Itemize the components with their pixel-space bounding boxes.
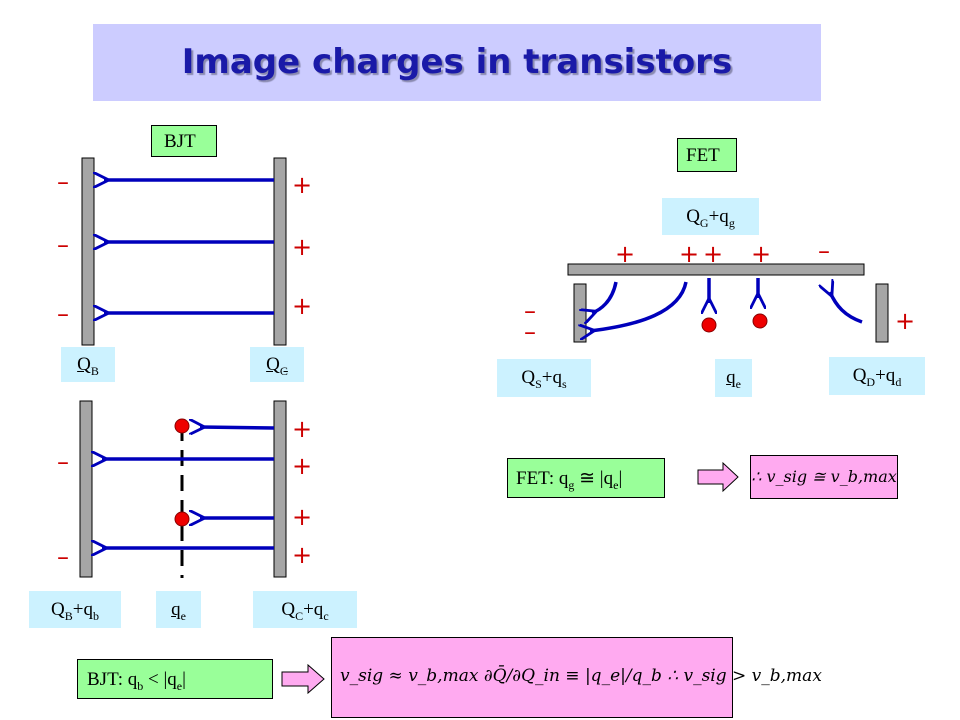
fet-relation-sub: g xyxy=(568,477,575,492)
fet-gate-plus-2: + xyxy=(679,240,700,268)
qs-sub: S xyxy=(535,376,542,391)
qc-main: Q xyxy=(266,354,280,375)
qbqb-plus: +q xyxy=(72,599,93,620)
bjt-implies-arrow xyxy=(281,663,325,695)
qg-plus: +q xyxy=(708,206,729,227)
bjt-plus-sign-5: + xyxy=(292,452,313,480)
fet-relation-box: FET: qg ≅ |qe| xyxy=(507,458,665,498)
qb-main: Q xyxy=(77,354,91,375)
fet-qd-label: QD+qd xyxy=(829,357,925,395)
bjt-minus-sign-5: – xyxy=(57,543,69,571)
bjt-collector-plate xyxy=(273,157,287,346)
qd-main: Q xyxy=(852,365,867,386)
fet-implies-arrow xyxy=(697,461,739,493)
fet-result-equation: ∴ v_sig ≅ v_b,max xyxy=(750,455,898,499)
bjt-plus-sign-2: + xyxy=(292,233,313,261)
qbqb-sub: B xyxy=(64,608,73,623)
bjt-base-plate xyxy=(81,157,95,346)
bjt-qc-label: QC xyxy=(250,347,304,382)
bjt-qb-label: QB xyxy=(61,347,115,382)
bjt-collector-plate-lower xyxy=(273,400,287,578)
fet-gate-minus: – xyxy=(818,237,830,265)
bjt-plus-sign-7: + xyxy=(292,541,313,569)
page-title: Image charges in transistors xyxy=(181,42,733,82)
fet-relation-c: | xyxy=(618,468,623,489)
bjt-plus-sign-4: + xyxy=(292,415,313,443)
title-bar: Image charges in transistors xyxy=(93,24,821,101)
fet-gate-plus-1: + xyxy=(615,240,636,268)
bjt-minus-sign-2: – xyxy=(57,231,69,259)
fet-gate-plate xyxy=(567,263,865,276)
fet-electron-charge-1 xyxy=(701,317,717,333)
fet-gate-plus-3: + xyxy=(703,240,724,268)
fet-source-arrow-2 xyxy=(590,281,688,331)
fet-drain-plus: + xyxy=(895,307,916,335)
qd-plus: +q xyxy=(875,365,896,386)
bjt-plus-sign-3: + xyxy=(292,292,313,320)
fet-label-text: FET xyxy=(686,145,720,166)
fet-drain-arrow xyxy=(830,292,863,324)
qcqc-plus: +q xyxy=(303,599,324,620)
fet-source-minus-1: – xyxy=(524,297,536,325)
bjt-qc-plus-qc-label: QC+qc xyxy=(253,591,357,628)
qcqc-sub: C xyxy=(295,608,304,623)
fet-relation-sub2: e xyxy=(613,477,619,492)
bjt-plus-sign-1: + xyxy=(292,171,313,199)
qg-sub: G xyxy=(699,215,709,230)
fet-gate-plus-4: + xyxy=(751,240,772,268)
fet-electron-charge-2 xyxy=(752,313,768,329)
bjt-image-arrow-1 xyxy=(200,427,275,428)
bjt-base-plate-lower xyxy=(79,400,93,578)
qd-sub2: d xyxy=(895,374,902,389)
bjt-result-text: v_sig ≈ v_b,max ∂Q̄/∂Q_in ≡ |q_e|/q_b ∴ … xyxy=(340,666,822,686)
bjt-plus-sign-6: + xyxy=(292,503,313,531)
bjt-result-equation: v_sig ≈ v_b,max ∂Q̄/∂Q_in ≡ |q_e|/q_b ∴ … xyxy=(331,637,822,718)
fet-qe-main: q xyxy=(726,367,736,388)
bjt-electron-charge-1 xyxy=(174,418,190,434)
bjt-electron-charge-2 xyxy=(174,511,190,527)
fet-label: FET xyxy=(677,138,737,172)
fet-relation-b: ≅ |q xyxy=(574,468,614,489)
bjt-qe-label: qe xyxy=(156,591,201,628)
fet-source-arrow-1 xyxy=(592,281,618,313)
qcqc-sub2: c xyxy=(323,608,329,623)
fet-source-minus-2: – xyxy=(524,318,536,346)
bjt-qe-sub: e xyxy=(180,608,186,623)
bjt-relation-sub: b xyxy=(137,678,144,693)
bjt-minus-sign-3: – xyxy=(57,300,69,328)
qbqb-main: Q xyxy=(51,599,65,620)
qbqb-sub2: b xyxy=(92,608,99,623)
fet-relation-a: FET: q xyxy=(516,468,569,489)
bjt-relation-sub2: e xyxy=(176,678,183,693)
qg-main: Q xyxy=(686,206,700,227)
fet-qs-label: QS+qs xyxy=(497,359,591,397)
fet-drain-plate xyxy=(875,283,889,343)
qc-sub: C xyxy=(279,363,288,378)
fet-qe-label: qe xyxy=(715,359,752,397)
bjt-label: BJT xyxy=(151,125,217,157)
bjt-label-text: BJT xyxy=(164,131,196,152)
qb-sub: B xyxy=(90,363,99,378)
qs-sub2: s xyxy=(561,376,567,391)
bjt-relation-box: BJT: qb < |qe| xyxy=(77,659,273,699)
fet-qe-sub: e xyxy=(735,376,741,391)
qs-plus: +q xyxy=(541,367,562,388)
qs-main: Q xyxy=(521,367,536,388)
bjt-relation-b: < |q xyxy=(143,669,177,690)
bjt-qe-main: q xyxy=(171,599,181,620)
qg-sub2: g xyxy=(728,215,735,230)
bjt-minus-sign-4: – xyxy=(57,448,69,476)
bjt-qb-plus-qb-label: QB+qb xyxy=(29,591,121,628)
fet-result-text: ∴ v_sig ≅ v_b,max xyxy=(751,467,897,486)
qd-sub: D xyxy=(866,374,876,389)
bjt-relation-c: | xyxy=(182,669,186,690)
fet-source-plate xyxy=(573,283,587,343)
bjt-minus-sign-1: – xyxy=(57,168,69,196)
fet-qg-label: QG+qg xyxy=(662,198,759,235)
bjt-relation-a: BJT: q xyxy=(87,669,138,690)
qcqc-main: Q xyxy=(281,599,296,620)
